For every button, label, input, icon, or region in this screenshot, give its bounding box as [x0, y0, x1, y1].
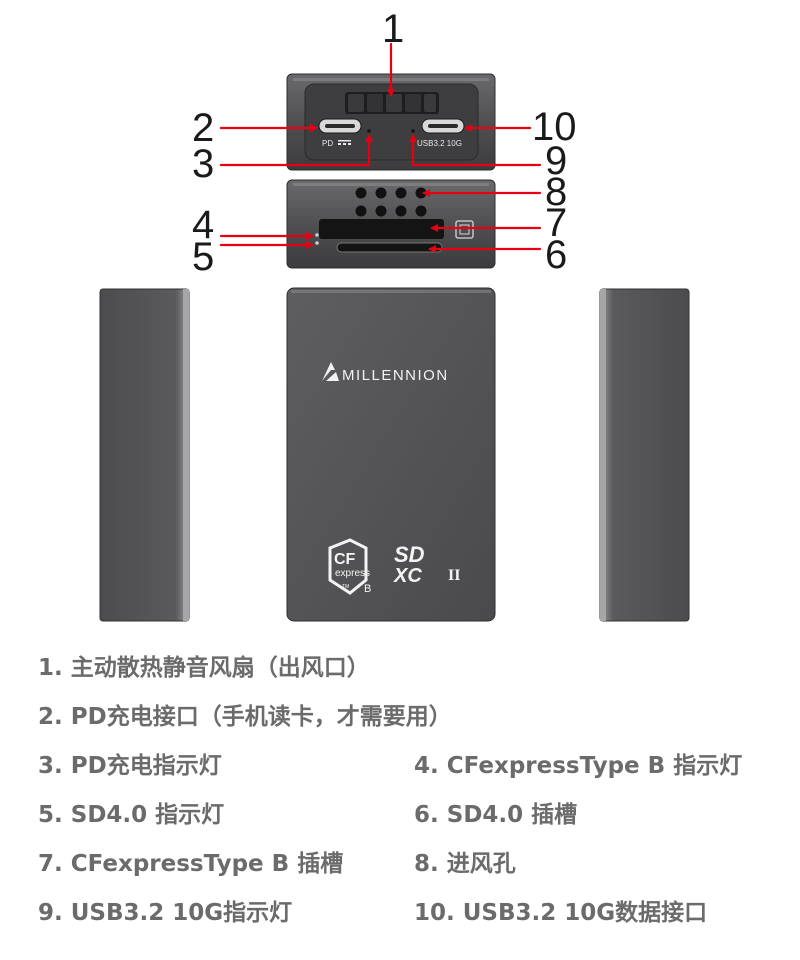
cf-logo-sub: express — [335, 568, 370, 579]
callout-number-3: 3 — [192, 142, 214, 186]
legend-item-10: 10. USB3.2 10G数据接口 — [414, 900, 708, 926]
brand-logo-icon — [322, 362, 339, 381]
pd-indicator-light — [367, 129, 371, 133]
pd-symbol-icon — [338, 140, 351, 145]
sd-indicator-light — [315, 241, 319, 245]
legend-item-1: 1. 主动散热静音风扇（出风口） — [38, 655, 370, 681]
cf-logo-main: CF — [334, 551, 356, 568]
callout-number-4: 4 — [192, 203, 214, 247]
brand-name: MILLENNION — [342, 367, 449, 384]
callout-number-9: 9 — [545, 139, 567, 183]
cfexpress-indicator-light — [315, 233, 319, 237]
cfexpress-slot-icon — [455, 220, 474, 239]
sd-logo-main: SD — [394, 542, 425, 567]
sdxc-logo: SD XC II — [393, 542, 460, 587]
callout-number-2: 2 — [192, 106, 214, 150]
callout-number-1: 1 — [382, 7, 404, 51]
legend-item-8: 8. 进风孔 — [414, 851, 516, 877]
legend-item-4: 4. CFexpressType B 指示灯 — [414, 753, 743, 779]
legend-item-7: 7. CFexpressType B 插槽 — [38, 851, 344, 877]
device-right-side — [599, 288, 690, 622]
sd-logo-class: II — [448, 567, 460, 584]
device-left-side — [99, 288, 190, 622]
callout-number-7: 7 — [545, 201, 567, 245]
device-diagram: PD USB3.2 10G — [99, 7, 690, 622]
legend-item-2: 2. PD充电接口（手机读卡，才需要用） — [38, 704, 452, 730]
legend-item-6: 6. SD4.0 插槽 — [414, 802, 578, 828]
pd-port-icon — [318, 118, 362, 134]
cfexpress-slot — [319, 219, 444, 239]
cfexpress-logo: CF express TM B — [328, 538, 371, 595]
callout-numbers: 1 2 3 4 5 6 7 8 9 10 — [192, 7, 577, 279]
device-top-view: PD USB3.2 10G — [286, 73, 496, 171]
fan-icon — [345, 92, 439, 114]
cf-logo-type: B — [364, 583, 371, 595]
pd-port-label: PD — [322, 139, 333, 148]
callout-number-6: 6 — [545, 233, 567, 277]
legend-list: 1. 主动散热静音风扇（出风口） 2. PD充电接口（手机读卡，才需要用） 3.… — [38, 648, 778, 942]
callout-line-9 — [409, 134, 542, 167]
callout-number-5: 5 — [192, 235, 214, 279]
callout-number-8: 8 — [545, 170, 567, 214]
callout-lines — [219, 42, 542, 253]
sd-slot — [336, 242, 443, 253]
callout-number-10: 10 — [532, 105, 577, 149]
legend-item-5: 5. SD4.0 指示灯 — [38, 802, 225, 828]
legend-item-9: 9. USB3.2 10G指示灯 — [38, 900, 293, 926]
callout-line-3 — [219, 134, 373, 167]
usb-indicator-light — [411, 129, 415, 133]
device-main-face: MILLENNION CF express TM B SD XC II — [286, 287, 496, 622]
cf-logo-tm: TM — [342, 584, 349, 590]
usb-port-label: USB3.2 10G — [417, 139, 462, 148]
sd-logo-sub: XC — [393, 565, 422, 587]
legend-item-3: 3. PD充电指示灯 — [38, 753, 222, 779]
device-front-view — [286, 179, 496, 269]
usb-port-icon — [421, 118, 465, 134]
